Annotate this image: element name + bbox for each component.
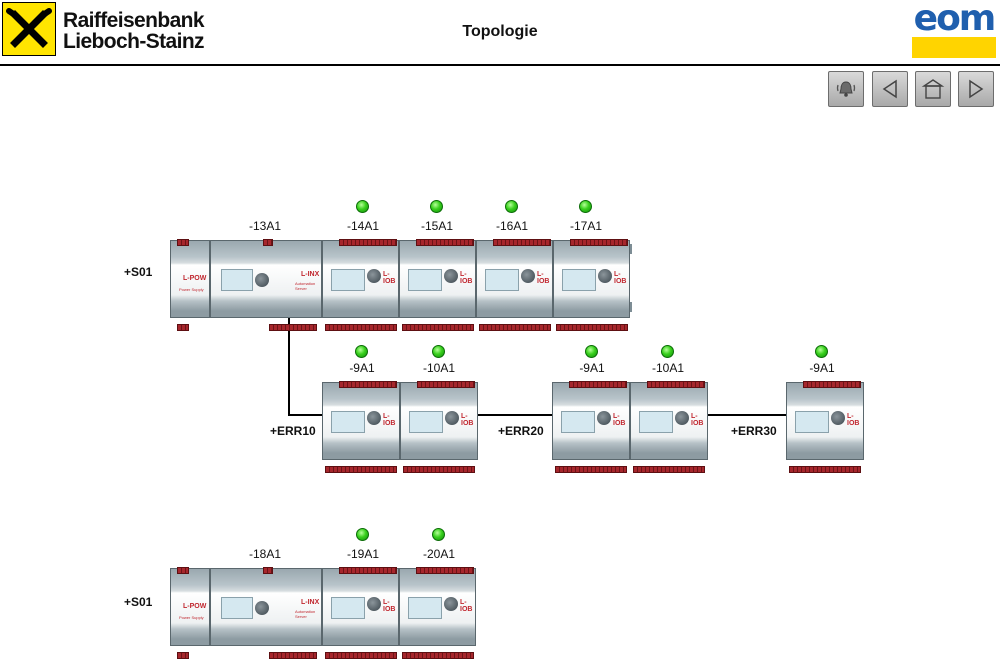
io-module[interactable]: L-IOB xyxy=(322,239,399,331)
power-supply-module[interactable]: L-POW Power Supply xyxy=(170,239,210,331)
status-led xyxy=(356,200,369,213)
io-module-id: -16A1 xyxy=(495,219,529,233)
segment-err10-device[interactable]: L-IOB L-IOB xyxy=(322,374,478,473)
status-led xyxy=(815,345,828,358)
status-led xyxy=(432,528,445,541)
io-module-label: L-IOB xyxy=(460,599,473,613)
station-a-device[interactable]: L-POW Power Supply L-INX Automation Serv… xyxy=(170,232,632,331)
io-module[interactable]: L-IOB xyxy=(476,239,553,331)
status-led xyxy=(430,200,443,213)
io-module[interactable]: L-IOB xyxy=(630,381,708,473)
io-module-label: L-IOB xyxy=(383,413,396,427)
bank-name-line2: Lieboch-Stainz xyxy=(63,30,205,53)
io-module[interactable]: L-IOB xyxy=(322,567,399,659)
io-module-label: L-IOB xyxy=(383,271,396,285)
controller-label: -18A1 xyxy=(248,547,282,561)
controller-module[interactable]: L-INX Automation Server xyxy=(210,567,322,659)
bus-wire-err10 xyxy=(288,414,324,416)
eom-logo: eom xyxy=(912,0,996,58)
segment-err30-device[interactable]: L-IOB xyxy=(786,374,864,473)
segment-err20-device[interactable]: L-IOB L-IOB xyxy=(552,374,708,473)
controller-module-sublabel: Automation Server xyxy=(295,609,316,619)
io-module-id: -19A1 xyxy=(346,547,380,561)
bus-wire-err30 xyxy=(708,414,788,416)
segment-err30-label: +ERR30 xyxy=(731,424,777,438)
io-module-label: L-IOB xyxy=(383,599,396,613)
station-b-device[interactable]: L-POW Power Supply L-INX Automation Serv… xyxy=(170,560,476,659)
bus-wire-vertical xyxy=(288,309,290,415)
controller-module-label: L-INX xyxy=(301,271,320,278)
back-button[interactable] xyxy=(872,71,908,107)
io-module[interactable]: L-IOB xyxy=(322,381,400,473)
controller-module-label: L-INX xyxy=(301,599,320,606)
io-module-label: L-IOB xyxy=(847,413,860,427)
raiffeisen-logo xyxy=(2,2,56,56)
forward-button[interactable] xyxy=(958,71,994,107)
home-button[interactable] xyxy=(915,71,951,107)
bank-name-line1: Raiffeisenbank xyxy=(63,9,205,32)
io-module-id: -9A1 xyxy=(809,361,835,375)
bell-icon xyxy=(836,81,856,97)
station-a-label: +S01 xyxy=(124,265,153,279)
io-module[interactable]: L-IOB xyxy=(553,239,630,331)
io-module-id: -9A1 xyxy=(349,361,375,375)
io-module[interactable]: L-IOB xyxy=(400,381,478,473)
page-title: Topologie xyxy=(462,23,538,40)
house-icon xyxy=(921,79,945,99)
triangle-right-icon xyxy=(969,79,984,99)
controller-module[interactable]: L-INX Automation Server xyxy=(210,239,322,331)
io-module-label: L-IOB xyxy=(461,413,474,427)
status-led xyxy=(661,345,674,358)
io-module-label: L-IOB xyxy=(614,271,627,285)
io-module-id: -15A1 xyxy=(420,219,454,233)
io-module-label: L-IOB xyxy=(613,413,626,427)
io-module[interactable]: L-IOB xyxy=(399,567,476,659)
io-module-id: -10A1 xyxy=(422,361,456,375)
segment-err10-label: +ERR10 xyxy=(270,424,316,438)
power-supply-module[interactable]: L-POW Power Supply xyxy=(170,567,210,659)
controller-module-sublabel: Automation Server xyxy=(295,281,316,291)
io-module-label: L-IOB xyxy=(691,413,704,427)
status-led xyxy=(432,345,445,358)
io-module-id: -9A1 xyxy=(579,361,605,375)
status-led xyxy=(355,345,368,358)
io-module[interactable]: L-IOB xyxy=(399,239,476,331)
io-module-label: L-IOB xyxy=(537,271,550,285)
power-module-label: L-POW xyxy=(183,275,207,282)
header-divider xyxy=(0,64,1000,66)
status-led xyxy=(579,200,592,213)
segment-err20-label: +ERR20 xyxy=(498,424,544,438)
status-led xyxy=(585,345,598,358)
bus-wire-err20 xyxy=(478,414,554,416)
power-module-sublabel: Power Supply xyxy=(179,287,204,292)
power-module-label: L-POW xyxy=(183,603,207,610)
bank-name: Raiffeisenbank Lieboch-Stainz xyxy=(63,9,205,53)
io-module[interactable]: L-IOB xyxy=(552,381,630,473)
status-led xyxy=(505,200,518,213)
status-led xyxy=(356,528,369,541)
power-module-sublabel: Power Supply xyxy=(179,615,204,620)
raiffeisen-cross-icon xyxy=(6,8,52,48)
io-module-id: -20A1 xyxy=(422,547,456,561)
io-module-id: -14A1 xyxy=(346,219,380,233)
io-module-id: -10A1 xyxy=(651,361,685,375)
station-b-label: +S01 xyxy=(124,595,153,609)
io-module-id: -17A1 xyxy=(569,219,603,233)
io-module-label: L-IOB xyxy=(460,271,473,285)
eom-logo-text: eom xyxy=(913,0,997,39)
alarm-button[interactable] xyxy=(828,71,864,107)
triangle-left-icon xyxy=(882,79,897,99)
io-module[interactable]: L-IOB xyxy=(786,381,864,473)
controller-label: -13A1 xyxy=(248,219,282,233)
eom-logo-bar xyxy=(912,37,996,58)
